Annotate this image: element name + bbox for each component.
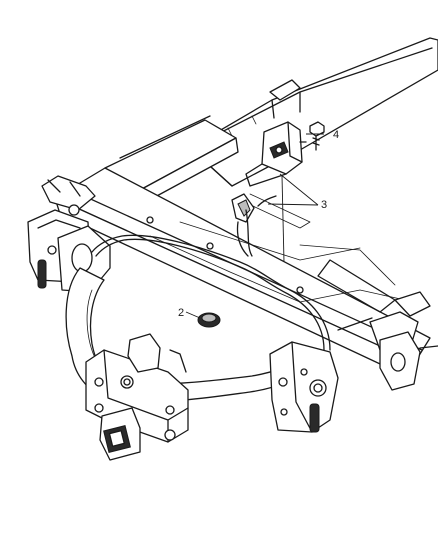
grommet [197,312,221,328]
left-front-plate [57,225,111,293]
right-frame-rail [189,37,438,187]
wiring-connector-bracket [245,121,307,187]
right-side-structure [337,291,438,391]
right-lower-bracket [269,341,339,433]
left-frame-rail [104,115,239,205]
callout-4-label: 4 [333,129,339,141]
callout-3-label: 3 [321,199,327,211]
wiring-plug [231,193,277,257]
leader-lines [185,133,324,319]
left-upper-bracket [41,175,96,216]
callout-2-label: 2 [178,307,184,319]
wiring-harness [91,234,331,351]
mounting-bolt [309,121,325,151]
receiver-hitch [85,333,189,461]
